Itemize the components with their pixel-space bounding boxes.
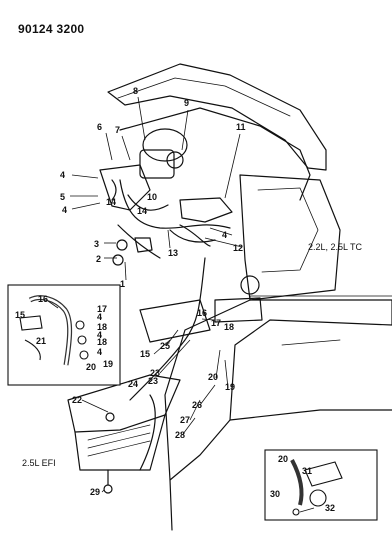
callout-4-inset-a: 4 <box>97 312 102 322</box>
upper-engine-bay-drawing <box>99 63 341 301</box>
canister-bracket <box>214 297 263 323</box>
callout-4-b: 4 <box>62 205 67 215</box>
callout-15-inset: 15 <box>15 310 25 320</box>
callout-26: 26 <box>192 400 202 410</box>
callout-1: 1 <box>120 279 125 289</box>
leader-lines <box>47 96 315 513</box>
callout-2: 2 <box>96 254 101 264</box>
filler-cap <box>240 275 260 295</box>
valve-fitting-2 <box>112 254 124 266</box>
callout-29: 29 <box>90 487 100 497</box>
callout-16-inset: 16 <box>38 294 48 304</box>
front-fender <box>164 299 392 481</box>
callout-10: 10 <box>147 192 157 202</box>
inset-upper-left <box>7 284 121 386</box>
engine-block-upper <box>99 164 151 211</box>
main-vacuum-hose <box>129 257 206 401</box>
inset-lower-right <box>264 449 378 521</box>
callout-4-inset-c: 4 <box>97 347 102 357</box>
callout-24: 24 <box>128 379 138 389</box>
callout-32: 32 <box>325 503 335 513</box>
callout-5: 5 <box>60 192 65 202</box>
callout-13: 13 <box>168 248 178 258</box>
callout-18-inset-a: 18 <box>97 322 107 332</box>
callout-17-main: 17 <box>211 318 221 328</box>
callout-15-main: 15 <box>140 349 150 359</box>
callout-21-inset: 21 <box>36 336 46 346</box>
callout-18-main: 18 <box>224 322 234 332</box>
lower-vehicle-drawing <box>67 257 392 531</box>
callout-28: 28 <box>175 430 185 440</box>
callout-9: 9 <box>184 98 189 108</box>
inner-fender <box>239 174 341 301</box>
inset-frame-left <box>7 284 121 386</box>
master-cylinder <box>139 149 175 179</box>
inset-valve-body <box>304 461 343 487</box>
callout-6: 6 <box>97 122 102 132</box>
callout-20-main: 20 <box>208 372 218 382</box>
engine-note-upper: 2.2L, 2.5L TC <box>308 242 363 252</box>
callout-23-a: 23 <box>150 368 160 378</box>
callout-17-inset: 17 <box>97 304 107 314</box>
diagram-part-number: 90124 3200 <box>18 22 85 36</box>
mounting-bracket <box>179 197 233 223</box>
valve-fitting-1 <box>116 239 128 251</box>
brake-booster <box>142 128 188 162</box>
vacuum-hose <box>119 179 231 229</box>
inset-frame-right <box>264 449 378 521</box>
callout-4-a: 4 <box>60 170 65 180</box>
callout-3: 3 <box>94 239 99 249</box>
part-29-grommet <box>103 484 113 494</box>
callout-12: 12 <box>233 243 243 253</box>
callout-14-left: 14 <box>106 197 116 207</box>
callout-18-inset-b: 18 <box>97 337 107 347</box>
callout-22: 22 <box>72 395 82 405</box>
callout-31: 31 <box>302 466 312 476</box>
callout-23-b: 23 <box>148 376 158 386</box>
callout-4-c: 4 <box>222 230 227 240</box>
callout-16-main: 16 <box>197 308 207 318</box>
callout-14-upper: 14 <box>137 206 147 216</box>
fuel-vapor-canister <box>139 299 211 343</box>
callout-11: 11 <box>236 122 246 132</box>
engine-note-lower: 2.5L EFI <box>22 458 56 468</box>
callout-8: 8 <box>133 86 138 96</box>
callout-19-inset: 19 <box>103 359 113 369</box>
callout-25: 25 <box>160 341 170 351</box>
hood-outline <box>107 63 327 171</box>
reservoir-cap <box>166 151 184 169</box>
callout-30: 30 <box>270 489 280 499</box>
callout-labels: 1 2 3 4 4 4 5 6 7 8 9 10 11 12 13 14 14 … <box>15 86 335 513</box>
callout-27: 27 <box>180 415 190 425</box>
callout-20-inset-right: 20 <box>278 454 288 464</box>
callout-20-inset: 20 <box>86 362 96 372</box>
callout-4-inset-b: 4 <box>97 330 102 340</box>
callout-7: 7 <box>115 125 120 135</box>
callout-19-main: 19 <box>225 382 235 392</box>
